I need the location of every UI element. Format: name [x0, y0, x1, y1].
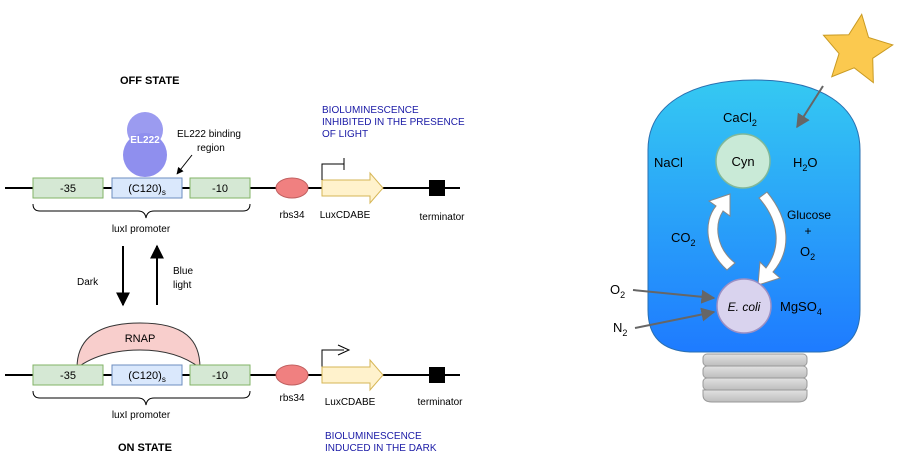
h2o-label: H2O — [793, 155, 818, 173]
n2-external-arrow — [634, 307, 716, 329]
on-note-line-2: INDUCED IN THE DARK — [325, 443, 437, 454]
left-panel: OFF STATE -35 (C120)s -10 EL222 EL222 bi… — [5, 75, 465, 454]
off-box-minus35 — [32, 177, 104, 199]
cyanobacteria-label: Cyn — [731, 154, 754, 169]
binding-region-arrow — [176, 154, 193, 175]
cyanobacteria-node — [715, 133, 771, 189]
dark-label: Dark — [77, 277, 99, 288]
mgso4-label: MgSO4 — [780, 299, 822, 317]
blue-light-label-2: light — [173, 280, 192, 291]
ecoli-node — [716, 278, 772, 334]
rnap-shape — [76, 322, 201, 370]
rnap-label: RNAP — [125, 333, 156, 345]
off-terminator — [429, 180, 445, 196]
on-box-c120-label: (C120)s — [128, 370, 166, 384]
off-rbs34 — [275, 177, 309, 199]
nacl-label: NaCl — [654, 155, 683, 170]
bulb-base-ridge-1 — [702, 353, 808, 367]
glucose-plus: + — [804, 224, 811, 238]
sun-star-icon — [822, 13, 894, 84]
off-state-construct: OFF STATE -35 (C120)s -10 EL222 EL222 bi… — [5, 75, 465, 235]
on-terminator — [429, 367, 445, 383]
on-active-promoter — [321, 349, 344, 367]
on-box-c120 — [111, 364, 183, 386]
on-gene-label: LuxCDABE — [325, 397, 376, 408]
glucose-flow-arrow — [757, 191, 787, 286]
off-state-title: OFF STATE — [120, 75, 179, 87]
off-terminator-label: terminator — [419, 212, 465, 223]
bulb-body — [647, 79, 861, 353]
on-gene-arrow — [321, 358, 384, 392]
off-box-minus10-label: -10 — [212, 183, 228, 195]
el222-label: EL222 — [130, 135, 160, 146]
binding-region-label-1: EL222 binding — [177, 129, 241, 140]
on-state-title: ON STATE — [118, 442, 172, 454]
on-box-minus10 — [189, 364, 251, 386]
o2-product-label: O2 — [800, 244, 815, 262]
co2-label: CO2 — [671, 230, 696, 248]
o2-external-arrow — [632, 289, 716, 304]
on-promoter-brace — [32, 390, 251, 406]
off-promoter-label: luxI promoter — [112, 224, 171, 235]
on-box-minus35-label: -35 — [60, 370, 76, 382]
on-promoter-label: luxI promoter — [112, 410, 171, 421]
on-terminator-label: terminator — [417, 397, 463, 408]
blue-light-label-1: Blue — [173, 266, 193, 277]
off-promoter-brace — [32, 203, 251, 219]
on-rbs34 — [275, 364, 309, 386]
off-blocked-promoter — [321, 158, 345, 180]
off-note-line-1: BIOLUMINESCENCE — [322, 105, 419, 116]
state-transitions: Dark Blue light — [77, 244, 193, 307]
cacl2-label: CaCl2 — [723, 110, 757, 128]
co2-flow-arrow — [707, 193, 736, 271]
off-note-line-3: OF LIGHT — [322, 129, 368, 140]
off-box-c120-label: (C120)s — [128, 183, 166, 197]
glucose-label: Glucose — [787, 208, 831, 222]
on-note-line-1: BIOLUMINESCENCE — [325, 431, 422, 442]
off-box-c120 — [111, 177, 183, 199]
on-active-promoter-head — [337, 344, 351, 356]
bulb-base-ridge-2 — [702, 365, 808, 379]
o2-external-label: O2 — [610, 282, 625, 300]
off-gene-arrow — [321, 171, 384, 205]
el222-bottom-circle — [123, 133, 167, 177]
binding-region-label-2: region — [197, 143, 225, 154]
on-box-minus10-label: -10 — [212, 370, 228, 382]
ecoli-label: E. coli — [728, 300, 761, 314]
off-box-minus35-label: -35 — [60, 183, 76, 195]
bulb-base-ridge-3 — [702, 377, 808, 391]
bulb-base-tip — [702, 389, 808, 403]
off-rbs34-label: rbs34 — [279, 210, 304, 221]
off-gene-label: LuxCDABE — [320, 210, 371, 221]
light-arrow — [796, 85, 824, 129]
on-rbs34-label: rbs34 — [279, 393, 304, 404]
off-box-minus10 — [189, 177, 251, 199]
right-panel: CaCl2 NaCl H2O Cyn Glucose + O2 CO2 E. c… — [610, 13, 894, 403]
on-state-construct: RNAP -35 (C120)s -10 rbs34 LuxCDABE term… — [5, 322, 463, 454]
n2-external-label: N2 — [613, 320, 627, 338]
on-box-minus35 — [32, 364, 104, 386]
off-note-line-2: INHIBITED IN THE PRESENCE — [322, 117, 465, 128]
